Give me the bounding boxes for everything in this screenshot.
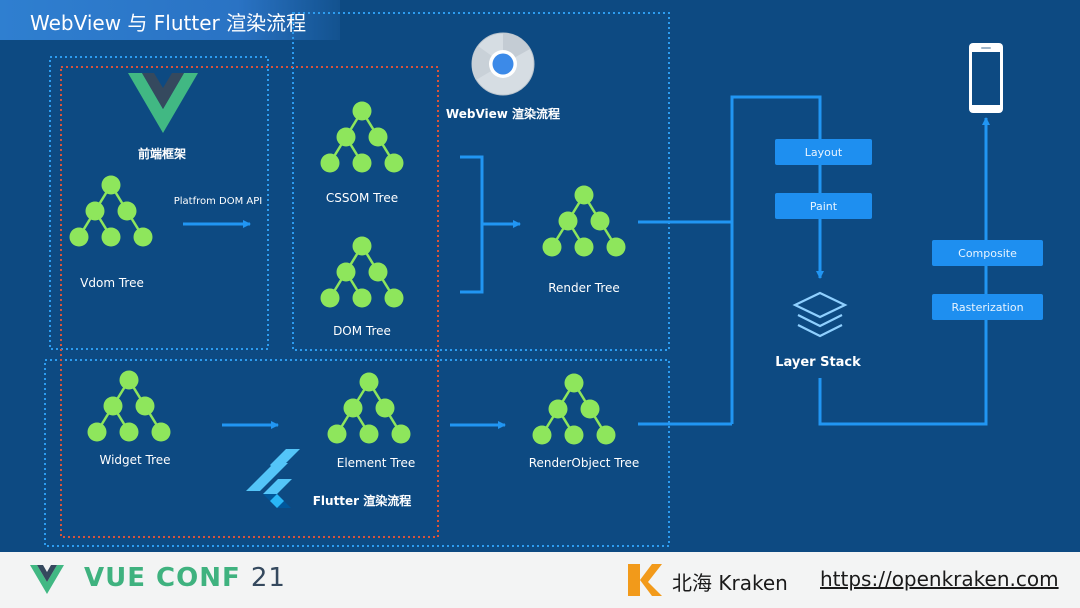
tree-node (135, 396, 155, 416)
tree-node (151, 422, 171, 442)
tree-node (119, 370, 139, 390)
vueconf-logo-icon (30, 565, 64, 594)
tree-node (564, 425, 584, 445)
dom-tree-icon (320, 236, 404, 308)
webview-flow-label: WebView 渲染流程 (445, 107, 561, 121)
vue-logo-icon (128, 73, 198, 133)
widget-tree-label: Widget Tree (99, 453, 171, 467)
tree-node (87, 422, 107, 442)
tree-node (327, 424, 347, 444)
frontend-framework-label: 前端框架 (137, 147, 187, 161)
flutter-logo-icon (246, 449, 300, 508)
vdom-tree-icon (69, 175, 153, 247)
layer-stack-label: Layer Stack (775, 355, 861, 370)
tree-node (101, 175, 121, 195)
tree-node (574, 237, 594, 257)
tree-node (69, 227, 89, 247)
tree-node (103, 396, 123, 416)
tree-node (391, 424, 411, 444)
tree-node (384, 288, 404, 308)
footer: VUE CONF 21 北海 Kraken https://openkraken… (0, 552, 1080, 608)
tree-node (558, 211, 578, 231)
tree-node (119, 422, 139, 442)
tree-node (606, 237, 626, 257)
composite-connector (818, 117, 990, 426)
title-bar: WebView 与 Flutter 渲染流程 (0, 0, 340, 40)
composite-step: Composite (932, 240, 1043, 266)
tree-node (384, 153, 404, 173)
tree-node (548, 399, 568, 419)
render-tree-icon (542, 185, 626, 257)
tree-node (564, 373, 584, 393)
tree-node (532, 425, 552, 445)
slide: WebView 与 Flutter 渲染流程 (0, 0, 1080, 552)
tree-node (580, 399, 600, 419)
tree-node (85, 201, 105, 221)
platform-api-label: Platfrom DOM API (173, 196, 263, 207)
paint-step: Paint (775, 193, 872, 219)
renderobject-tree-label: RenderObject Tree (528, 456, 640, 470)
kraken-logo-icon (628, 564, 662, 596)
flutter-group-border (44, 359, 670, 547)
kraken-url-link[interactable]: https://openkraken.com (820, 567, 1059, 591)
tree-node (574, 185, 594, 205)
tree-node (320, 153, 340, 173)
diagram-canvas (44, 12, 1003, 547)
tree-node (133, 227, 153, 247)
rasterization-step: Rasterization (932, 294, 1043, 320)
merge-bracket (460, 155, 484, 294)
dom-tree-label: DOM Tree (333, 324, 391, 338)
render-tree-label: Render Tree (548, 281, 620, 295)
chrome-icon (471, 32, 535, 96)
tree-node (359, 424, 379, 444)
vdom-tree-label: Vdom Tree (80, 276, 144, 290)
tree-node (368, 127, 388, 147)
cssom-tree-icon (320, 101, 404, 173)
layers-icon (792, 291, 848, 338)
tree-node (101, 227, 121, 247)
tree-node (368, 262, 388, 282)
tree-node (343, 398, 363, 418)
layout-step: Layout (775, 139, 872, 165)
tree-node (352, 101, 372, 121)
element-tree-label: Element Tree (336, 456, 416, 470)
footer-graphics (30, 564, 662, 596)
tree-node (352, 236, 372, 256)
tree-node (320, 288, 340, 308)
tree-node (336, 262, 356, 282)
kraken-text: 北海 Kraken (672, 571, 788, 595)
slide-title: WebView 与 Flutter 渲染流程 (30, 11, 307, 35)
flutter-flow-label: Flutter 渲染流程 (312, 494, 412, 508)
pipeline-connector (730, 95, 824, 424)
tree-node (596, 425, 616, 445)
tree-node (352, 288, 372, 308)
tree-node (336, 127, 356, 147)
phone-icon (969, 43, 1003, 113)
webview-group-border (292, 12, 670, 351)
widget-tree-icon (87, 370, 171, 442)
renderobject-tree-icon (532, 373, 616, 445)
tree-node (117, 201, 137, 221)
kraken-scope-border (60, 66, 439, 538)
tree-glyphs (69, 101, 626, 445)
vueconf-main-text: VUE CONF (84, 563, 251, 593)
tree-node (359, 372, 379, 392)
tree-node (375, 398, 395, 418)
tree-node (542, 237, 562, 257)
tree-node (590, 211, 610, 231)
vueconf-number: 21 (250, 563, 286, 593)
vueconf-brand: VUE CONF 21 (84, 563, 286, 593)
tree-node (352, 153, 372, 173)
element-tree-icon (327, 372, 411, 444)
cssom-tree-label: CSSOM Tree (325, 191, 399, 205)
